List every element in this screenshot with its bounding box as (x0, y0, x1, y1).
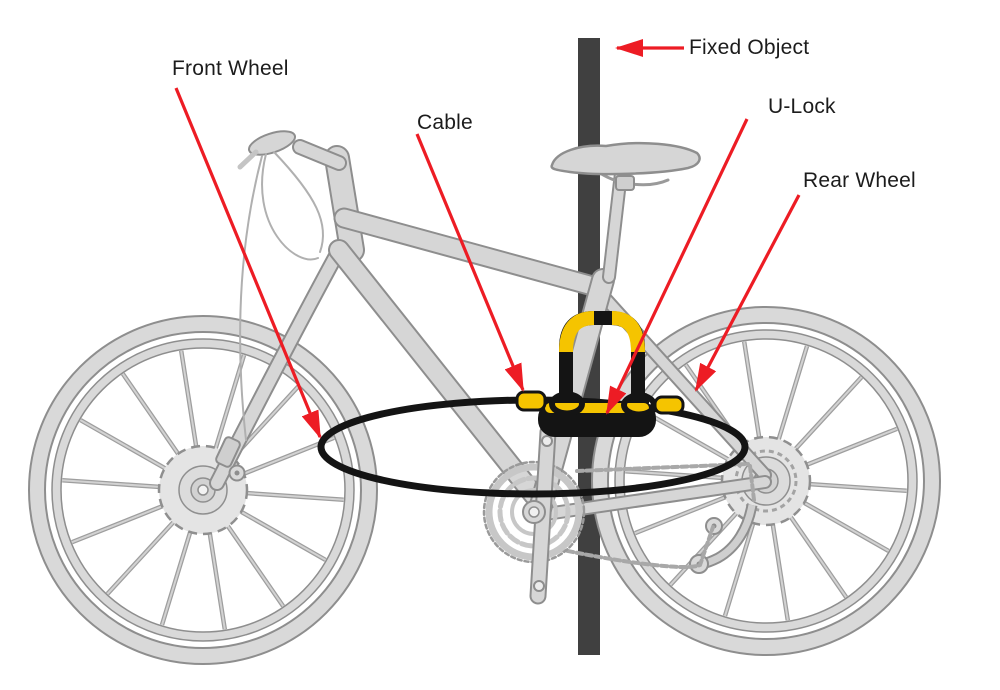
saddle (550, 141, 701, 191)
drivetrain (482, 423, 756, 605)
label-cable: Cable (417, 111, 473, 134)
label-front-wheel: Front Wheel (172, 57, 289, 80)
cable-ferrule-left (515, 390, 547, 412)
cable-ferrule-right (653, 395, 685, 415)
front-wheel-graphic (29, 316, 377, 664)
arrow-front-wheel (174, 87, 322, 439)
brake-cables (239, 151, 324, 441)
label-fixed-object: Fixed Object (689, 36, 810, 59)
handlebar (237, 130, 297, 170)
arrow-rear-wheel (694, 194, 801, 392)
label-rear-wheel: Rear Wheel (803, 169, 916, 192)
label-u-lock: U-Lock (768, 95, 836, 118)
arrow-cable (415, 133, 525, 392)
arrow-u-lock (605, 118, 749, 415)
annotation-arrows (174, 39, 801, 439)
